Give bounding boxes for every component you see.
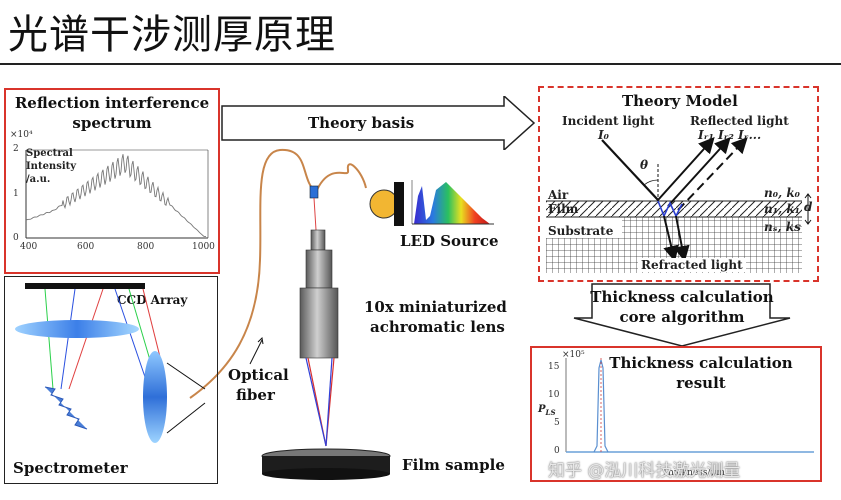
reflected-light-label: Reflected light [690,114,789,128]
spectrometer-panel: CCD Array Spectrometer [4,276,218,484]
reflection-panel-title-line2: spectrum [72,114,152,132]
theory-basis-arrow [221,96,536,150]
reflection-y-label-3: /a.u. [26,174,51,185]
film-label: Film [548,202,579,216]
reflection-x-tick-400: 400 [20,242,38,252]
reflection-y-label-1: Spectral [26,148,73,159]
substrate-label: Substrate [548,224,614,238]
result-y-tick-5: 5 [554,418,560,428]
reflection-y-tick-2: 2 [13,144,19,154]
result-title-line1: Thickness calculation [609,354,793,372]
thickness-result-panel: Thickness calculation result ×10⁵ 15 10 … [530,346,822,482]
theory-model-title: Theory Model [622,92,738,110]
led-source-label: LED Source [400,232,499,250]
algorithm-label-1: Thickness calculation [590,288,774,306]
n0k0-label: n₀, k₀ [764,186,800,200]
reflection-panel-title-line1: Reflection interference [14,94,210,112]
result-y-exponent: ×10⁵ [562,350,585,360]
fiber-pointer [249,336,264,365]
refracted-light-label: Refracted light [638,258,746,272]
reflection-y-tick-0: 0 [13,233,19,243]
optical-setup-graphic [189,148,367,447]
theory-model-diagram [546,137,812,273]
lens-label-2: achromatic lens [370,318,505,336]
theory-model-panel: Theory Model Incident light I₀ Reflected… [538,86,819,282]
theta-label: θ [640,158,649,172]
result-x-label: Thickness/μm [662,468,725,478]
algorithm-arrow [573,283,791,347]
reflection-y-tick-1: 1 [13,189,19,199]
spectrometer-label: Spectrometer [13,459,128,477]
title-divider [0,63,841,65]
reflection-y-exponent: ×10⁴ [10,130,33,140]
d-label: d [804,200,813,214]
reflection-y-label-2: Intensity [26,161,77,172]
result-y-tick-0: 0 [554,446,560,456]
page-title: 光谱干涉测厚原理 [8,12,336,58]
result-y-label-main: P [538,404,546,415]
theory-basis-label: Theory basis [308,114,415,132]
algorithm-label-2: core algorithm [619,308,745,326]
film-sample-label: Film sample [402,456,505,474]
reflection-x-tick-600: 600 [77,242,95,252]
result-y-tick-15: 15 [548,362,560,372]
optical-fiber-label-2: fiber [236,386,275,404]
incident-light-label: Incident light [562,114,655,128]
air-label: Air [548,188,569,202]
result-y-label: PLS [538,404,556,417]
result-title-line2: result [676,374,726,392]
spectrometer-graphic [15,283,206,443]
reflection-spectrum-plot [25,149,209,239]
film-sample-graphic [261,448,391,480]
nsks-label: nₛ, ks [764,220,801,234]
led-source-graphic [369,180,494,226]
n1k1-label: n₁, k₁ [764,202,800,216]
result-y-tick-10: 10 [548,390,560,400]
optical-fiber-label-1: Optical [228,366,289,384]
reflection-x-tick-1000: 1000 [192,242,215,252]
ccd-array-label: CCD Array [117,293,188,307]
watermark: 知乎 @泓川科技激光测量 [548,461,741,481]
lens-label-1: 10x miniaturized [364,298,507,316]
result-y-label-sub: LS [545,408,556,417]
reflection-x-tick-800: 800 [137,242,155,252]
incident-symbol: I₀ [598,128,609,142]
result-plot [565,358,814,453]
reflection-spectrum-panel: Reflection interference spectrum ×10⁴ Sp… [4,88,220,274]
